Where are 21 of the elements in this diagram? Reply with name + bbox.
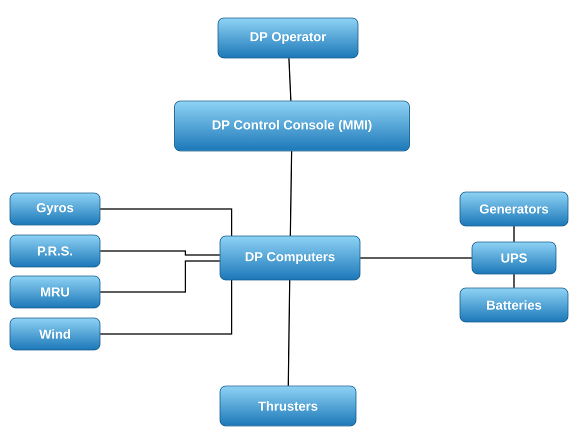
process-box: DP Computers <box>220 236 360 280</box>
connector-line <box>100 250 220 256</box>
process-box: Gyros <box>10 192 100 226</box>
process-box: DP Operator <box>218 18 358 58</box>
connector-line <box>290 151 292 236</box>
connector-line <box>360 257 472 259</box>
connector-line <box>100 280 232 335</box>
process-box: P.R.S. <box>10 234 100 268</box>
connector-line <box>100 260 220 293</box>
connector-line <box>100 208 232 236</box>
process-box: Thrusters <box>220 386 356 426</box>
process-box: MRU <box>10 276 100 308</box>
connector-line <box>288 58 292 101</box>
process-box: Batteries <box>460 288 568 322</box>
process-box: DP Control Console (MMI) <box>174 100 410 152</box>
process-box: UPS <box>472 242 556 274</box>
connector-line <box>513 274 515 288</box>
process-box: Generators <box>460 192 568 226</box>
process-box: Wind <box>10 318 100 350</box>
connector-line <box>513 226 515 242</box>
connector-line <box>288 280 290 386</box>
